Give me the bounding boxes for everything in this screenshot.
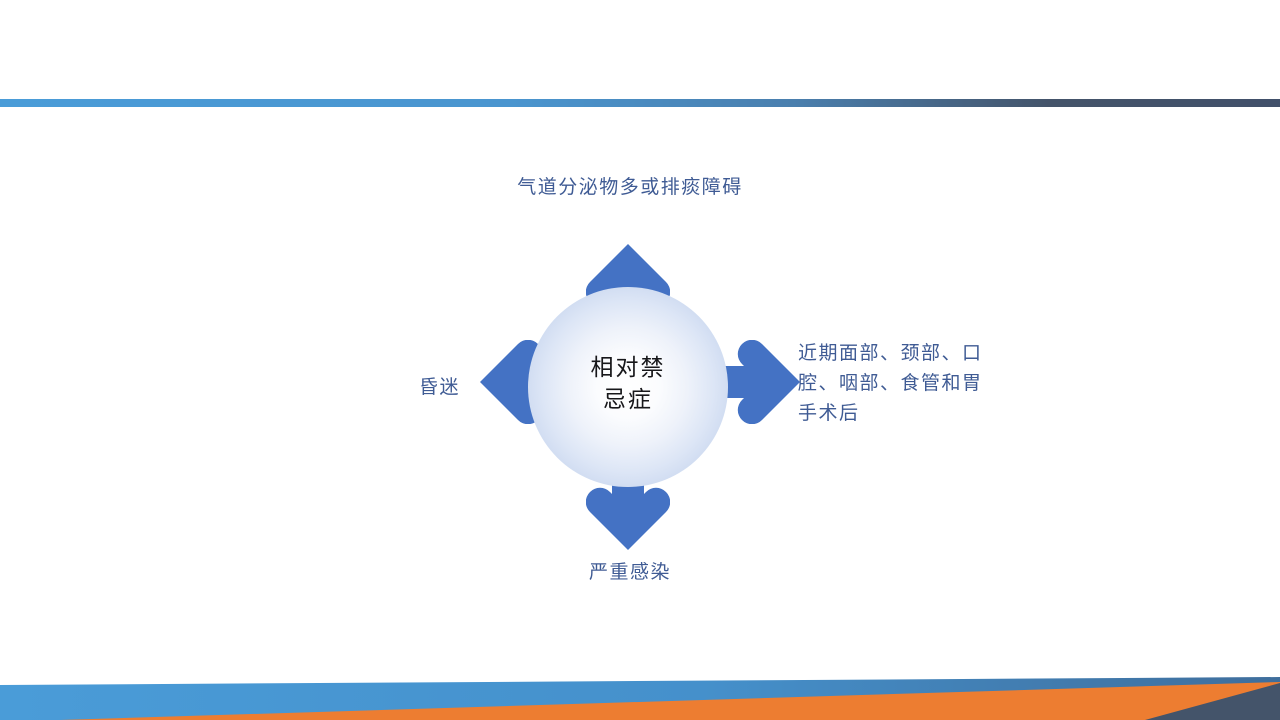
bottom-orange-band bbox=[60, 682, 1280, 720]
center-glow-circle bbox=[528, 287, 728, 487]
center-label: 相对禁 忌症 bbox=[590, 355, 666, 413]
node-label-up: 气道分泌物多或排痰障碍 bbox=[517, 176, 743, 198]
node-label-left: 昏迷 bbox=[418, 376, 460, 398]
top-accent-rule bbox=[0, 99, 1280, 107]
arrow-down-icon bbox=[586, 444, 670, 552]
bottom-dark-triangle bbox=[1145, 683, 1280, 720]
bottom-decoration bbox=[0, 660, 1280, 720]
arrow-right-icon bbox=[694, 340, 802, 424]
node-label-right: 近期面部、颈部、口 腔、咽部、食管和胃 手术后 bbox=[798, 342, 983, 424]
node-label-down: 严重感染 bbox=[588, 561, 671, 583]
